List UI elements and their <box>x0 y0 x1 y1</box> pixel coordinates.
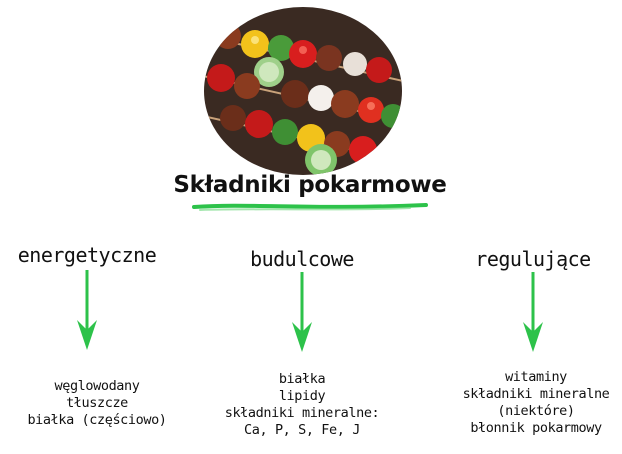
arrow-down-icon <box>77 270 97 350</box>
title-underline <box>192 203 428 211</box>
list-item: Ca, P, S, Fe, J <box>244 422 360 438</box>
arrow-down-icon <box>292 272 312 352</box>
list-item: węglowodany <box>54 378 140 394</box>
list-item: składniki mineralne <box>462 386 610 402</box>
list-item: białka (częściowo) <box>27 412 167 428</box>
list-item: błonnik pokarmowy <box>470 420 602 436</box>
category-building-label: budulcowe <box>250 247 354 271</box>
list-item: lipidy <box>278 388 326 404</box>
list-item: tłuszcze <box>66 395 128 411</box>
diagram-title: Składniki pokarmowe <box>173 172 447 198</box>
category-regulating-label: regulujące <box>475 247 591 271</box>
list-item: białka <box>278 371 326 387</box>
kebab-skewers-image <box>204 7 402 175</box>
category-energetic-label: energetyczne <box>17 243 157 267</box>
list-item: (niektóre) <box>497 403 575 419</box>
list-item: składniki mineralne: <box>224 405 380 421</box>
list-item: witaminy <box>505 369 567 385</box>
category-energetic-list: węglowodany tłuszcze białka (częściowo) <box>0 378 207 429</box>
arrow-down-icon <box>523 272 543 352</box>
category-building-list: białka lipidy składniki mineralne: Ca, P… <box>192 371 412 439</box>
category-regulating-list: witaminy składniki mineralne (niektóre) … <box>426 369 622 437</box>
